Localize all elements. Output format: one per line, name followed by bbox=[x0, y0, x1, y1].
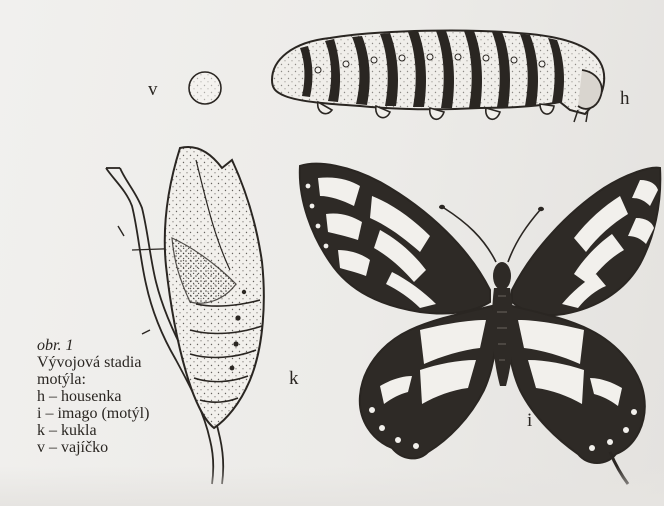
label-egg: v bbox=[148, 80, 158, 99]
butterfly-drawing bbox=[300, 164, 660, 484]
caption-heading-line1: Vývojová stadia bbox=[37, 354, 149, 371]
label-pupa: k bbox=[289, 369, 299, 388]
caterpillar-drawing bbox=[272, 31, 604, 122]
figure-caption: obr. 1 Vývojová stadia motýla: h – house… bbox=[37, 337, 149, 456]
caption-item: i – imago (motýl) bbox=[37, 405, 149, 422]
label-imago: i bbox=[527, 411, 532, 430]
label-caterpillar: h bbox=[620, 89, 630, 108]
caption-heading-line2: motýla: bbox=[37, 371, 149, 388]
caption-item: k – kukla bbox=[37, 422, 149, 439]
pupa-drawing bbox=[165, 147, 264, 428]
caption-item: v – vajíčko bbox=[37, 439, 149, 456]
caption-item: h – housenka bbox=[37, 388, 149, 405]
caption-title: obr. 1 bbox=[37, 337, 149, 354]
egg-drawing bbox=[189, 72, 221, 104]
